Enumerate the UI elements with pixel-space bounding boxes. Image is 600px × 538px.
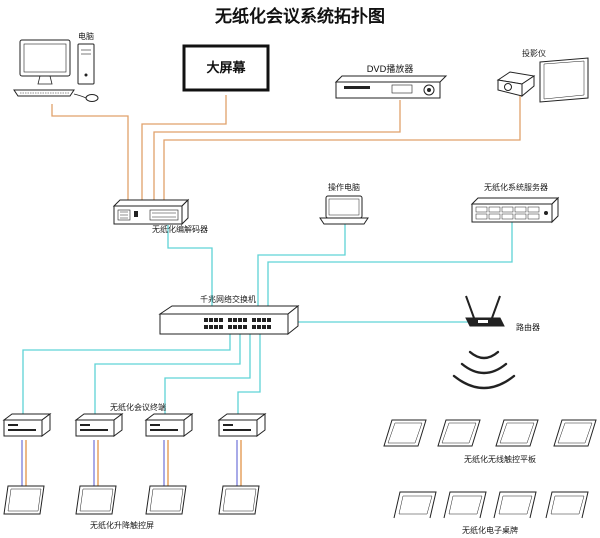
nameplate-4 (545, 491, 589, 519)
tablet-1 (383, 419, 427, 447)
server-device (470, 196, 560, 224)
lift-screen-1 (3, 485, 45, 515)
terminal-3 (144, 413, 194, 437)
encoder-device (112, 198, 190, 226)
network-switch-device (158, 304, 300, 336)
nameplate-1 (393, 491, 437, 519)
nameplate-2 (443, 491, 487, 519)
label-server: 无纸化系统服务器 (484, 182, 548, 192)
label-big-screen: 大屏幕 (206, 60, 246, 76)
label-lift-screen: 无纸化升降触控屏 (90, 520, 154, 530)
wifi-signal-icon (452, 350, 516, 390)
dvd-player-device (334, 75, 448, 99)
network-cables (22, 222, 513, 418)
label-switch: 千兆网络交换机 (200, 294, 256, 304)
label-projector: 投影仪 (522, 48, 546, 58)
av-cables (51, 95, 521, 205)
projection-screen (539, 57, 589, 103)
label-terminal: 无纸化会议终端 (110, 402, 166, 412)
label-operator-pc: 操作电脑 (328, 182, 360, 192)
terminal-4 (217, 413, 267, 437)
operator-laptop-device (319, 195, 369, 225)
terminal-2 (74, 413, 124, 437)
router-device (465, 295, 505, 327)
tablet-4 (553, 419, 597, 447)
lift-screen-3 (145, 485, 187, 515)
tablet-3 (495, 419, 539, 447)
label-router: 路由器 (516, 322, 540, 332)
label-dvd: DVD播放器 (367, 63, 414, 75)
label-wireless-tablet: 无纸化无线触控平板 (464, 454, 536, 464)
lift-screen-2 (75, 485, 117, 515)
terminal-1 (2, 413, 52, 437)
tablet-2 (437, 419, 481, 447)
label-encoder: 无纸化编解码器 (152, 224, 208, 234)
nameplate-3 (493, 491, 537, 519)
lift-screen-4 (218, 485, 260, 515)
label-computer: 电脑 (78, 31, 94, 41)
label-nameplate: 无纸化电子桌牌 (462, 525, 518, 535)
computer-device (13, 39, 99, 102)
video-cables (21, 440, 242, 486)
projector-device (496, 71, 536, 98)
big-screen-device (182, 44, 270, 92)
diagram-title: 无纸化会议系统拓扑图 (214, 6, 385, 27)
